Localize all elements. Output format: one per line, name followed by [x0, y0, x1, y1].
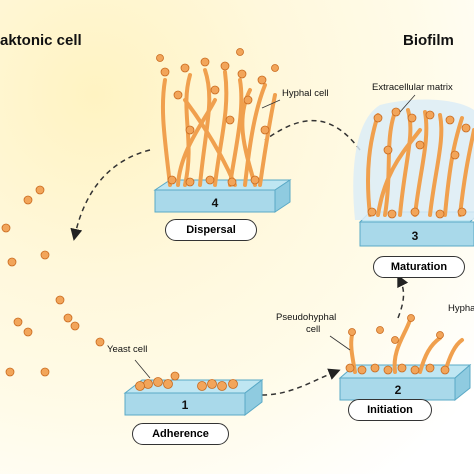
- planktonic-cells: [1, 185, 105, 377]
- hyphal-cell-label-cut: Hypha: [448, 303, 474, 314]
- dispersal-cells: [156, 48, 279, 187]
- arrow-dispersal-to-planktonic: [70, 149, 151, 241]
- biofilm-maturation: [365, 108, 474, 217]
- dispersal-pill: Dispersal: [165, 219, 257, 241]
- arrow-initiation-to-maturation: [397, 274, 409, 319]
- biofilm-initiation: [349, 318, 464, 374]
- arrow-maturation-to-dispersal: [264, 119, 361, 151]
- cycle-arrows: [70, 119, 409, 396]
- adherence-cells: [135, 371, 238, 391]
- yeast-cell-label: Yeast cell: [107, 344, 148, 355]
- pseudohyphal-cell-label-line1: Pseudohyphal: [276, 312, 337, 323]
- stage-4-number: 4: [211, 196, 219, 210]
- extracellular-matrix-label: Extracellular matrix: [372, 82, 453, 93]
- leader-lines: [134, 94, 416, 379]
- biofilm-title: Biofilm: [403, 32, 454, 49]
- planktonic-cell-title: aktonic cell: [0, 32, 82, 49]
- arrow-adherence-to-initiation: [261, 368, 341, 396]
- adherence-pill: Adherence: [132, 423, 229, 445]
- initiation-pill: Initiation: [348, 399, 432, 421]
- biofilm-dispersal: [160, 68, 277, 187]
- stage-2-number: 2: [394, 383, 402, 397]
- maturation-cells: [367, 107, 471, 219]
- initiation-cells: [345, 314, 450, 375]
- hyphal-cell-label: Hyphal cell: [282, 88, 329, 99]
- stage-3-number: 3: [411, 229, 419, 243]
- maturation-pill: Maturation: [373, 256, 465, 278]
- stage-1-number: 1: [181, 398, 189, 412]
- pseudohyphal-cell-label-line2: cell: [306, 324, 321, 335]
